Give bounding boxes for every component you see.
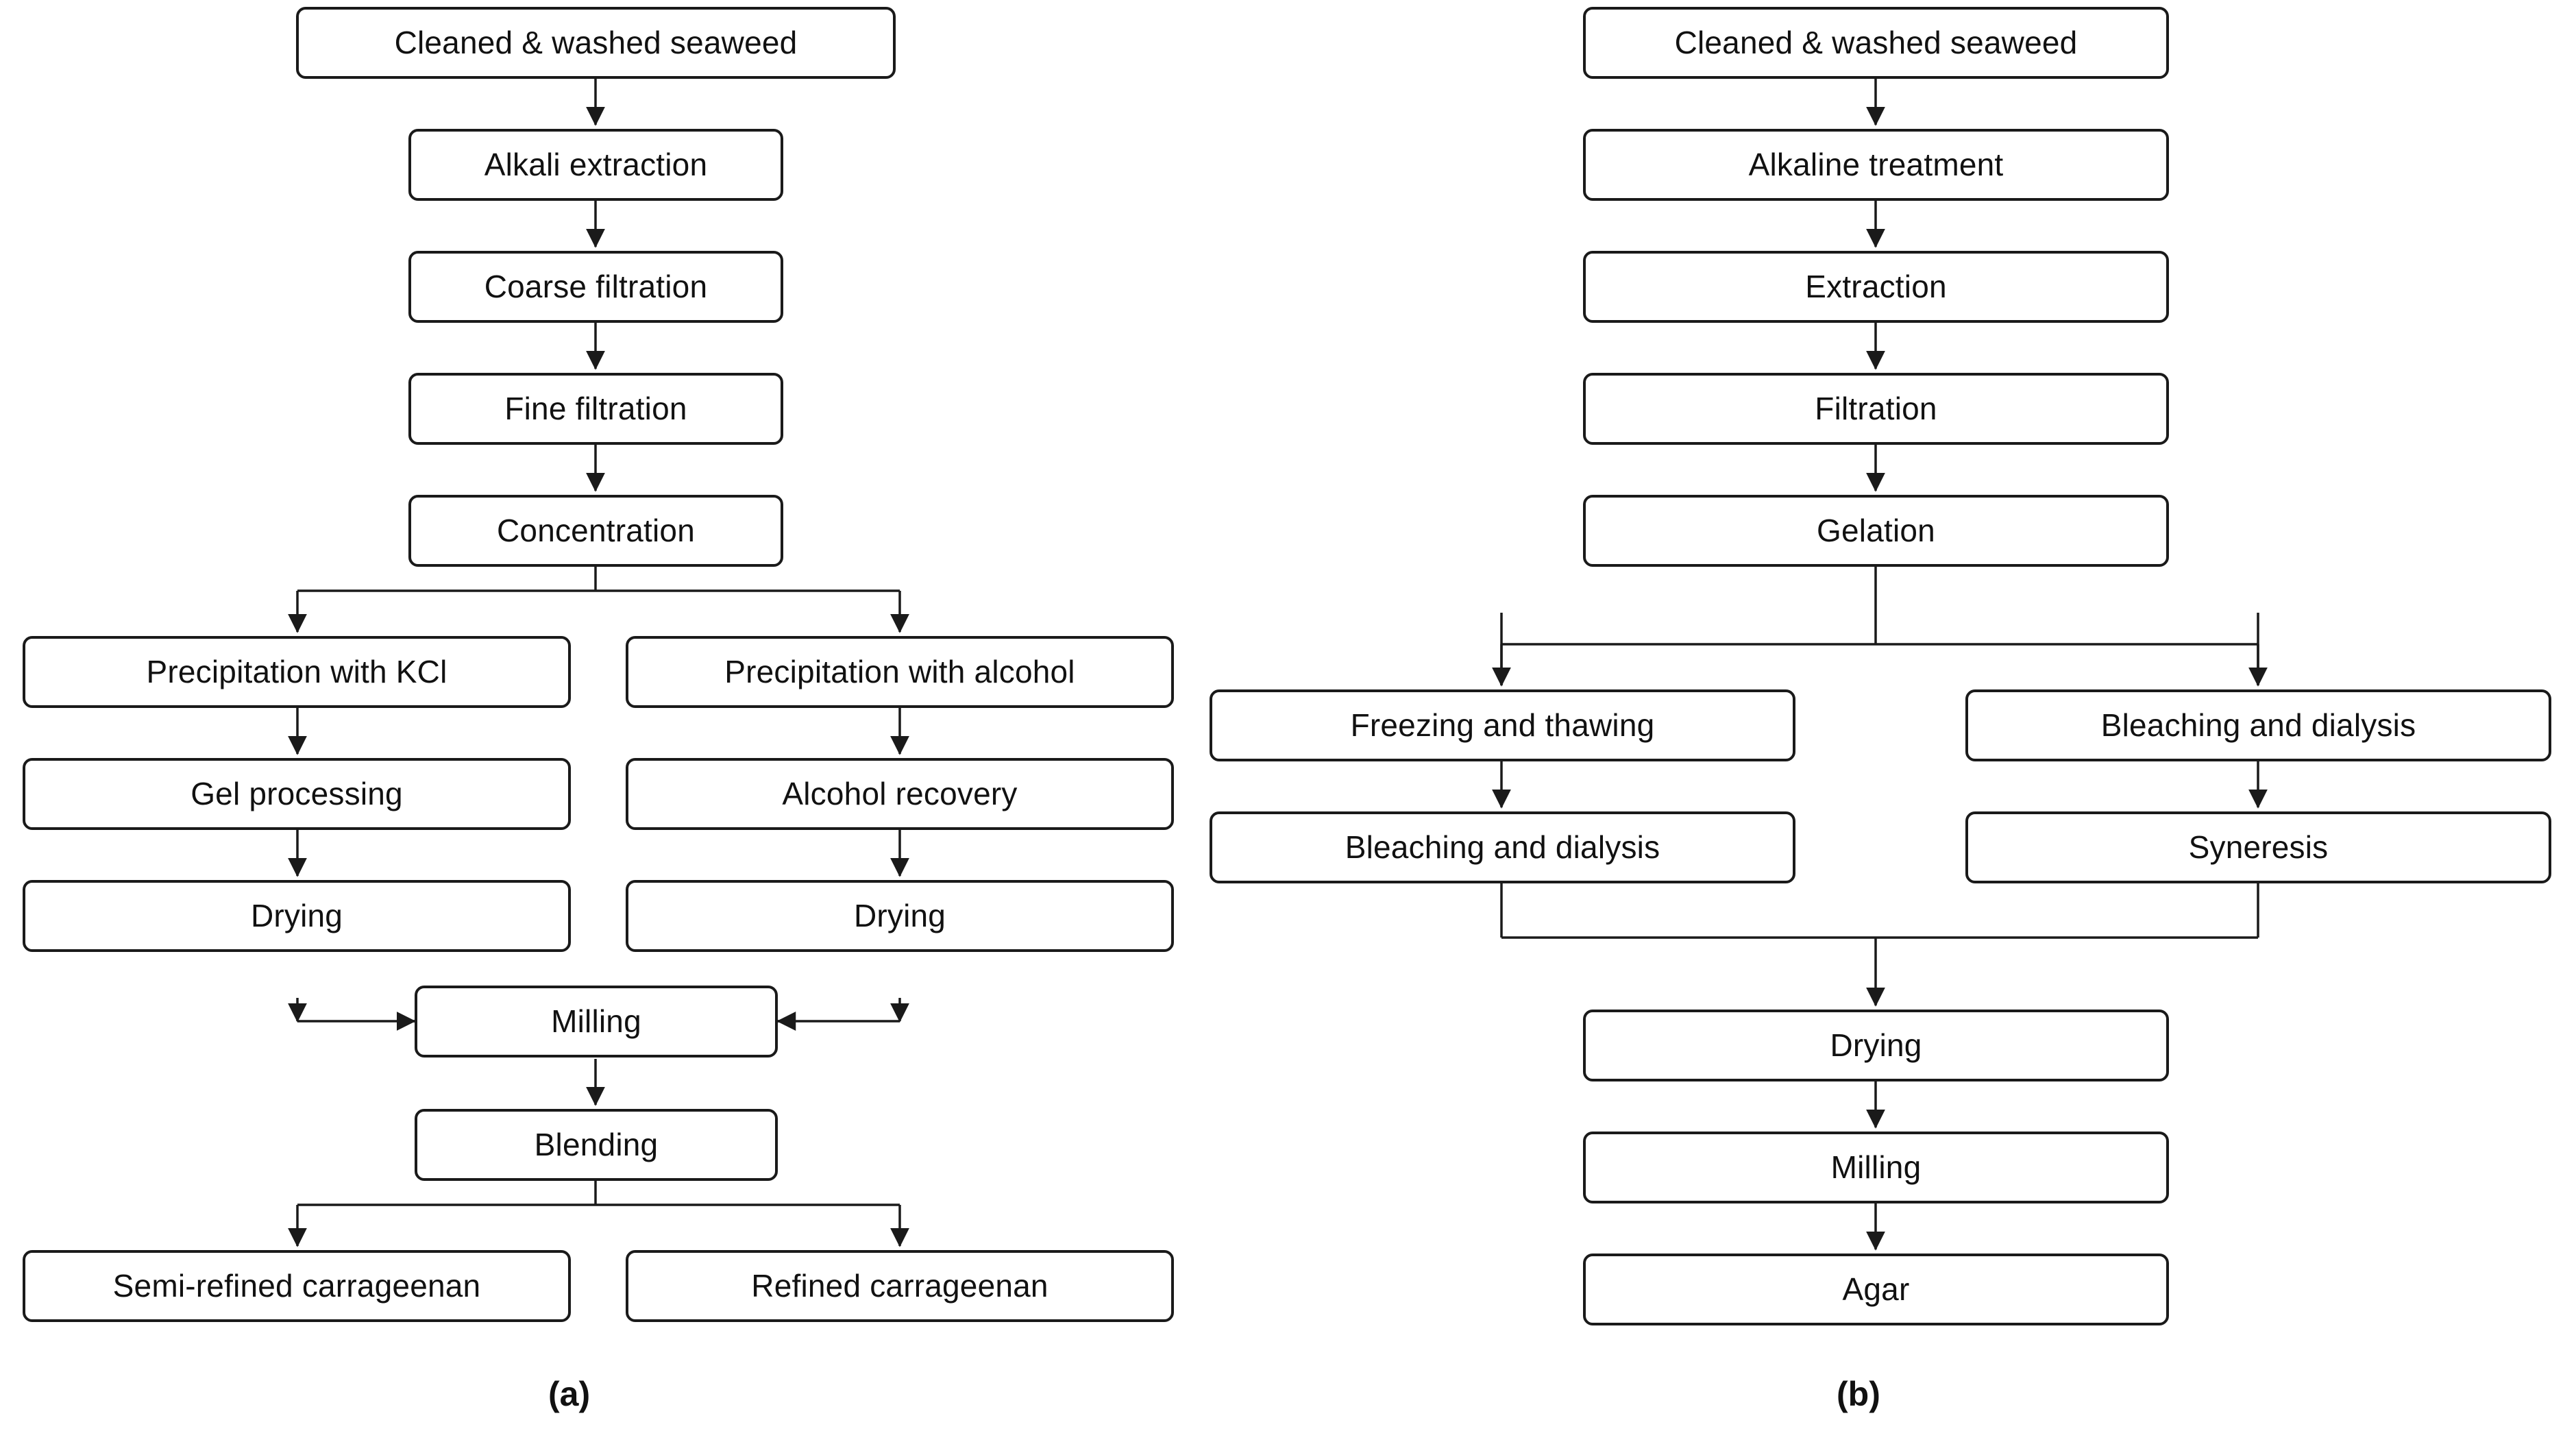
node-a4[interactable]: Fine filtration	[408, 373, 783, 445]
node-b3[interactable]: Extraction	[1583, 251, 2169, 323]
node-b10[interactable]: Drying	[1583, 1010, 2169, 1081]
node-b7[interactable]: Bleaching and dialysis	[1965, 689, 2551, 761]
node-b8[interactable]: Bleaching and dialysis	[1210, 811, 1795, 883]
node-a15[interactable]: Refined carrageenan	[626, 1250, 1174, 1322]
node-a11[interactable]: Drying	[626, 880, 1174, 952]
node-b6[interactable]: Freezing and thawing	[1210, 689, 1795, 761]
node-a9[interactable]: Alcohol recovery	[626, 758, 1174, 830]
node-a6[interactable]: Precipitation with KCl	[23, 636, 571, 708]
node-b4[interactable]: Filtration	[1583, 373, 2169, 445]
panel-label-b: (b)	[1837, 1375, 1880, 1413]
node-a14[interactable]: Semi-refined carrageenan	[23, 1250, 571, 1322]
node-b2[interactable]: Alkaline treatment	[1583, 129, 2169, 201]
node-a5[interactable]: Concentration	[408, 495, 783, 567]
node-a8[interactable]: Gel processing	[23, 758, 571, 830]
node-b5[interactable]: Gelation	[1583, 495, 2169, 567]
node-a10[interactable]: Drying	[23, 880, 571, 952]
panel-label-a: (a)	[548, 1375, 591, 1413]
node-a3[interactable]: Coarse filtration	[408, 251, 783, 323]
node-b12[interactable]: Agar	[1583, 1254, 2169, 1325]
node-a12[interactable]: Milling	[415, 986, 778, 1057]
node-a13[interactable]: Blending	[415, 1109, 778, 1181]
node-b1[interactable]: Cleaned & washed seaweed	[1583, 7, 2169, 79]
node-a1[interactable]: Cleaned & washed seaweed	[296, 7, 896, 79]
node-b9[interactable]: Syneresis	[1965, 811, 2551, 883]
node-a2[interactable]: Alkali extraction	[408, 129, 783, 201]
node-b11[interactable]: Milling	[1583, 1132, 2169, 1203]
node-a7[interactable]: Precipitation with alcohol	[626, 636, 1174, 708]
